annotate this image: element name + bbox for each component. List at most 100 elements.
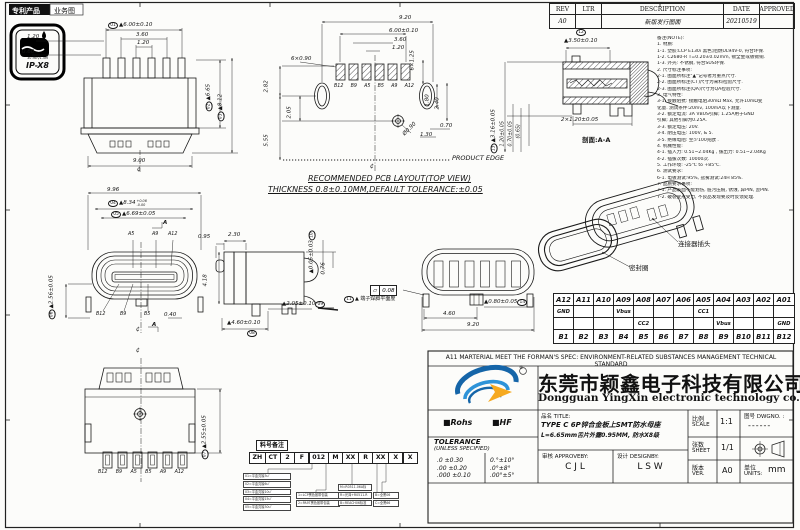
pin-cell [754,306,774,318]
dim-text: ▲8.12 [218,93,225,111]
pin-label: B12 [98,470,108,475]
note-line: 5. 工作环境: -25℃ to +85℃. [657,162,721,168]
dim-label: ▲3.50±0.10 [564,38,598,44]
note-line: 备注(NOTE): [657,36,685,41]
legend-item: R=光泽+R0511.R [338,491,372,499]
dim-label: 02 ▲6.65 [205,84,213,112]
balloon-10: 10 [308,230,316,241]
dim-label: 4.60 [443,311,456,317]
legend-item: 02=平金亮镍6u″ [243,480,291,488]
note-line: 3-5. 绝缘电阻: 至少100兆欧 . [657,137,719,143]
note-line: 1. 材质: [657,42,674,48]
note-line: 6. 测试要求: [657,169,683,175]
note-line: 化量. 测试条件:20mv, 100mA以下测量. [657,105,742,111]
part-number-segment: X [388,452,404,464]
centerline-symbol: ¢ [137,166,141,173]
dim-label: 1.20±0.05 [500,121,506,147]
product-edge-label: PRODUCT EDGE [452,154,505,162]
dim-label: 2.05 [286,106,293,119]
dim-label: 0.70 [440,123,453,129]
note-line: 7-1. 产品表面不能划伤, 脏污压痕, 锈蚀, 异PIN, 歪PIN. [657,188,770,194]
pin-cell: B1 [554,330,574,343]
part-title-line1: TYPE C 6P锌合金板上SMT防水母座 [541,421,661,429]
dim-label: 5.55 [263,134,270,147]
units-label-en: UNITS: [744,471,763,477]
balloon-13: 13 [490,143,498,154]
pin-label: A9 [152,232,159,237]
balloon-07: 07 [201,449,209,460]
dim-text: ▲8.34 [119,200,136,207]
tolerance-subtitle: (UNLESS SPECIFIED) [434,446,490,452]
dim-label: 04 ▲8.34 +0.06-0.00 [108,199,147,208]
dim-label: 9.20 [399,15,412,21]
dim-label: 3.60 [136,32,149,38]
note-line: 3-3. 额定电压: 20V. [657,124,699,130]
dim-text: ▲2.55±0.05 [202,415,209,449]
dim-text: ▲2.56±0.05 [49,275,56,309]
dim-label: 6×1.25 [409,50,416,71]
part-number-segment: XX [372,452,389,464]
pin-cell: GND [774,318,794,330]
description-header: DESCRIPTION [602,4,724,15]
pcb-layout-view [279,21,450,172]
dim-text: ▲3.16±0.05 [491,109,498,143]
pad-label: B12 [334,84,344,89]
dim-label: 6×0.90 [291,56,312,62]
rev-value: A0 [550,15,576,28]
dim-text: ▲6.00±0.10 [119,22,153,29]
front-view [32,28,238,172]
part-number-segment: CT [264,452,281,464]
dim-label: ▲0.80±0.05 14 [484,299,528,307]
mating-face-view [65,192,204,333]
pin-cell [594,318,614,330]
pin-cell: A12 [554,294,574,306]
tolerance-row: .0 ±0.30 [437,457,464,464]
dim-label: 1.80 [424,94,431,107]
note-line: 4-2. 插拔次数: 10000次. [657,156,710,162]
flatness-callout: ▱ 0.08 [370,285,398,296]
part-number-segment: X [402,452,418,464]
pin-cell: B3 [594,330,614,343]
scale-label-cn: 比例 [692,416,705,423]
pin-cell [774,306,794,318]
pin-cell [594,306,614,318]
balloon-06: 06 [48,309,56,320]
section-mark: A [152,322,157,328]
part-number-segment: M [327,452,343,464]
pin-cell: CC1 [694,306,714,318]
balloon-02: 02 [205,101,213,112]
balloon-04: 04 [108,200,118,208]
note-line: 1-1. 塑胶:LCP E130i 黑色;阻燃UL94V-0, 符合环保. [657,48,765,54]
pin-cell: B11 [754,330,774,343]
flatness-leader [402,289,425,296]
ver-label-cn: 版本 [692,465,705,472]
dim-label: 01 ▲6.00±0.10 [108,22,153,30]
tolerance-row: 0.°±10° [490,457,515,464]
pin-cell [734,318,754,330]
dim-label: 2.40 [434,97,441,110]
pin-label: B5 [145,470,152,475]
dim-label: 12 [576,29,587,37]
pin-cell [574,306,594,318]
pin-cell: B12 [776,332,792,341]
note-line: 2-1. 图面所标注"▲"记号者为重点尺寸. [657,74,737,80]
pin-cell: A11 [574,294,594,306]
company-name-cn: 东莞市颖鑫电子科技有限公司 [538,372,800,396]
note-line: 2-2. 图面所标注(CT)尺寸为来料检验尺寸. [657,80,743,86]
part-number-segment: 012 [308,452,329,464]
pin-cell: B10 [734,330,754,343]
bottom-view [84,358,222,482]
rear-view [421,248,535,332]
projection-symbol-icon [752,440,785,458]
part-number-legend-plating: 01=平金亮镍3u″02=平金亮镍6u″03=平金亮镍10u″04=平金亮镍15… [243,473,291,512]
pin-cell: B6 [654,330,674,343]
pin-cell [694,318,714,330]
date-header: DATE [724,4,760,15]
design-label: 设计 DESIGNBY: [617,454,659,460]
approve-label: 审核 APPROVEBY: [542,454,589,460]
pin-label: B12 [96,312,106,317]
ip-badge-title: IP-X8 [26,61,49,70]
